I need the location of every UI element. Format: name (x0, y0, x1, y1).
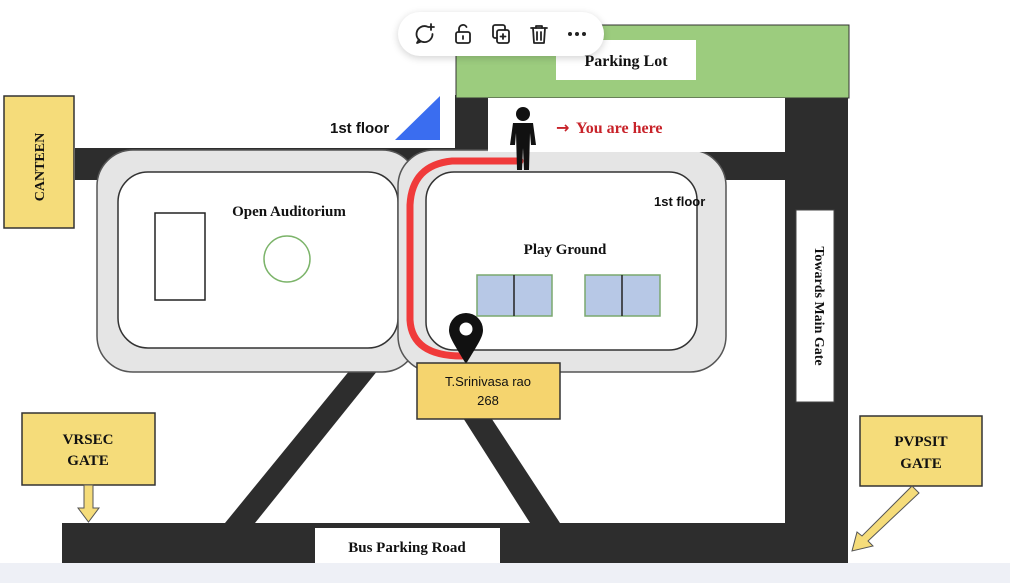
destination-label-box (416, 362, 561, 420)
unlock-icon (455, 24, 471, 44)
vrsec-gate-label-line1: VRSEC (63, 432, 114, 448)
location-pin-icon (449, 313, 483, 364)
you-are-here-arrow: → (556, 118, 569, 137)
canteen-box (3, 95, 75, 229)
duplicate-icon (492, 24, 510, 44)
vrsec-gate-arrow (77, 484, 100, 523)
canteen-label: CANTEEN (33, 133, 48, 201)
vrsec-gate-label-line2: GATE (67, 453, 108, 469)
first-floor-label-right: 1st floor (654, 194, 705, 209)
road-left-vertical (455, 95, 488, 155)
pvpsit-gate-arrow (851, 485, 920, 552)
auditorium-circle (263, 235, 311, 283)
parking-lot-label: Parking Lot (584, 53, 668, 70)
footer-bar (0, 563, 1010, 583)
delete-icon (530, 25, 548, 44)
first-floor-label-left: 1st floor (330, 120, 389, 137)
unlock-button[interactable] (448, 19, 478, 49)
pvpsit-gate-label-line1: PVPSIT (894, 434, 947, 450)
vrsec-gate-box (21, 412, 156, 486)
pvpsit-gate-label-line2: GATE (900, 456, 941, 472)
road-diagonal-left (225, 370, 378, 523)
road-diagonal-right (458, 410, 560, 523)
duplicate-button[interactable] (486, 19, 516, 49)
bus-parking-road-label-box (315, 528, 500, 564)
person-icon (510, 107, 536, 170)
more-options-button[interactable] (562, 19, 592, 49)
floor-marker-triangle (395, 96, 440, 140)
delete-button[interactable] (524, 19, 554, 49)
towards-main-gate-label: Towards Main Gate (811, 246, 826, 365)
more-options-icon (568, 32, 586, 36)
destination-label-line2: 268 (477, 393, 499, 408)
bus-parking-road-label: Bus Parking Road (348, 540, 466, 556)
you-are-here-label: You are here (576, 120, 663, 137)
route-path (406, 157, 524, 360)
auditorium-stage (154, 212, 206, 301)
you-are-here-area (488, 98, 785, 152)
element-toolbar (398, 12, 604, 56)
destination-label-line1: T.Srinivasa rao (445, 374, 531, 389)
main-gate-sign (795, 209, 835, 403)
open-auditorium-label: Open Auditorium (232, 204, 346, 220)
add-comment-icon (415, 23, 435, 44)
pvpsit-gate-box (859, 415, 983, 487)
add-comment-button[interactable] (410, 19, 440, 49)
play-ground-label: Play Ground (524, 242, 607, 258)
